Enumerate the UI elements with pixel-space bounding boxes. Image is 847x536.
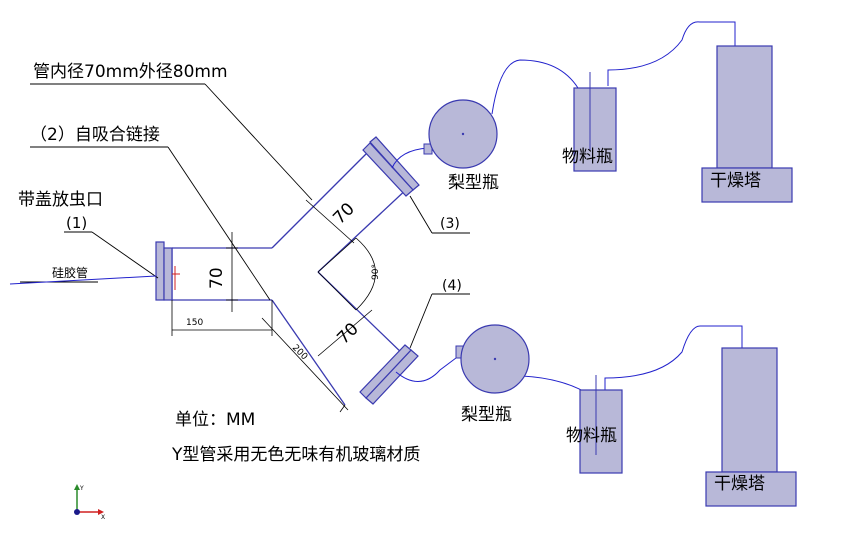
tube-bottle-to-tower-top [607,21,736,86]
left-cap [155,241,173,301]
drying-tower-top [701,45,793,203]
dimension-lines [171,199,376,413]
axis-indicator [74,484,104,515]
label-n4: (4) [442,278,462,294]
drying-tower-top-label: 干燥塔 [710,171,761,191]
material-bottle-top-label: 物料瓶 [562,147,613,167]
unit-label: 单位：MM [175,410,255,430]
axis-x-label: X [101,514,105,521]
tube-flask-to-bottle-top [491,59,579,115]
upper-end-cap [362,136,420,197]
silicone-tube-line [9,275,157,285]
drying-tower-bottom-label: 干燥塔 [714,474,765,494]
dim-150: 150 [186,318,203,328]
lower-end-cap [359,344,419,405]
cap-outlet-label: 带盖放虫口 [18,190,103,210]
material-bottle-bottom-label: 物料瓶 [566,426,617,446]
drying-tower-bottom [705,347,797,507]
pear-flask-top [423,99,498,169]
dim-lower-branch: 70 [333,319,362,348]
dim-left-diameter: 70 [207,267,227,289]
left-cap-red-marks [172,266,180,290]
material-bottle-bottom [579,375,623,474]
tube-flask-to-bottle-bottom [521,375,586,393]
dim-200: 200 [290,343,309,362]
pear-flask-bottom-label: 梨型瓶 [461,405,512,425]
material-note-label: Y型管采用无色无味有机玻璃材质 [171,445,420,465]
tube-ybot-to-flask [395,357,457,382]
pipe-diameter-label: 管内径70mm外径80mm [33,62,228,82]
connection-label: （2）自吸合链接 [30,125,160,145]
tube-bottle-to-tower-bottom [604,325,743,390]
pear-flask-top-label: 梨型瓶 [448,173,499,193]
dim-upper-branch: 70 [329,199,358,228]
label-n1: (1) [66,214,87,232]
label-n3: (3) [440,216,460,232]
material-bottle-top [573,72,617,172]
silicone-tube-label: 硅胶管 [52,265,88,280]
pear-flask-bottom [455,324,530,394]
dim-angle: 90° [371,264,381,280]
leader-lines [20,83,470,349]
axis-y-label: Y [79,485,84,492]
